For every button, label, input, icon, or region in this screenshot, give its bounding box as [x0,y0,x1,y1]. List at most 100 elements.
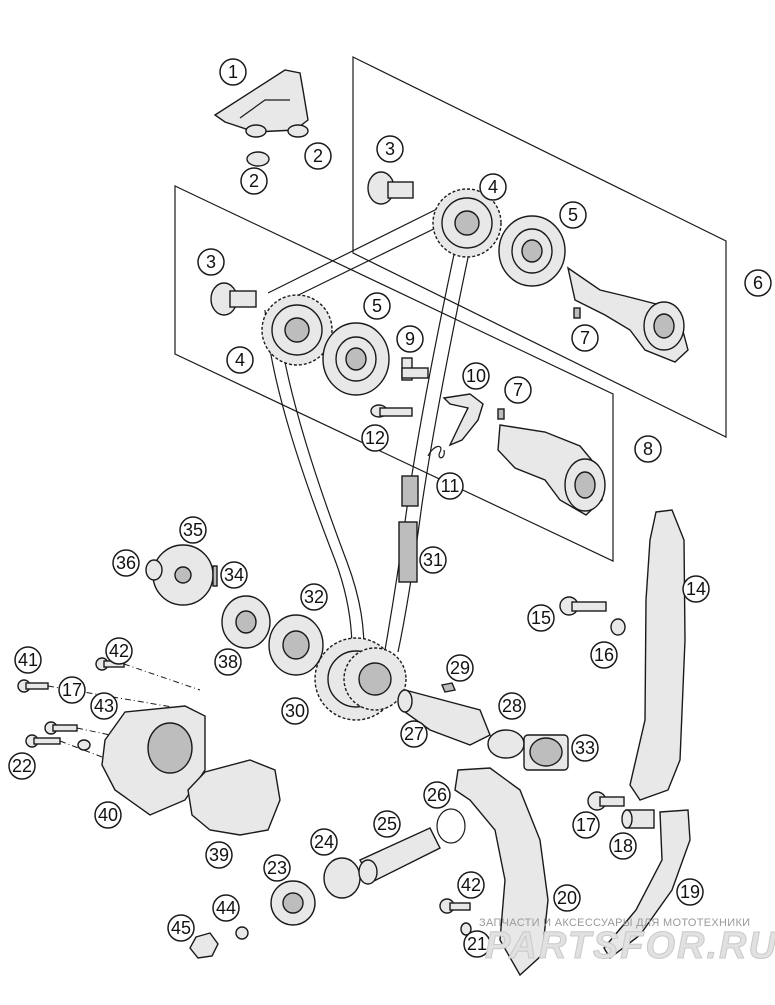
callout-43: 43 [90,692,118,720]
callout-17: 17 [572,811,600,839]
svg-text:19: 19 [680,882,700,902]
callout-group: 1 2 2 3 4 5 6 7 3 5 4 9 10 7 8 12 11 35 … [8,58,772,958]
svg-text:4: 4 [488,177,498,197]
callout-45: 45 [167,914,195,942]
callout-22: 22 [8,752,36,780]
callout-26: 26 [423,781,451,809]
callout-9: 9 [396,325,424,353]
pin-7-upper [573,307,581,319]
impeller-disc-35 [152,544,214,606]
callout-44: 44 [212,894,240,922]
watermark-text: ЗАПЧАСТИ И АКСЕССУАРЫ ДЛЯ МОТОТЕХНИКИ [479,917,750,929]
callout-23: 23 [263,854,291,882]
camshaft-exhaust [566,266,689,363]
svg-text:25: 25 [377,814,397,834]
needle-bearing-33 [523,734,569,771]
svg-text:10: 10 [466,366,486,386]
svg-text:5: 5 [568,205,578,225]
svg-text:45: 45 [171,918,191,938]
bolt-3-upper [367,171,414,205]
nut-45 [189,932,219,959]
callout-10: 10 [462,362,490,390]
bolt-17-right [587,791,625,811]
svg-text:20: 20 [557,888,577,908]
svg-text:8: 8 [643,439,653,459]
callout-5: 5 [363,292,391,320]
svg-text:30: 30 [285,701,305,721]
svg-text:42: 42 [109,641,129,661]
bolt-12 [370,404,413,418]
svg-text:28: 28 [502,696,522,716]
svg-text:34: 34 [224,565,244,585]
svg-text:42: 42 [461,875,481,895]
key-29 [441,682,456,693]
sprocket-4-lower [261,294,333,366]
callout-3: 3 [376,135,404,163]
callout-4: 4 [479,173,507,201]
callout-17: 17 [58,676,86,704]
callout-5: 5 [559,201,587,229]
callout-12: 12 [361,424,389,452]
svg-text:38: 38 [218,652,238,672]
sprocket-4-upper [432,188,502,258]
callout-6: 6 [744,269,772,297]
shaft-9 [401,357,429,381]
washer-16 [610,618,626,636]
svg-text:7: 7 [580,328,590,348]
svg-text:21: 21 [467,934,487,954]
svg-text:2: 2 [249,171,259,191]
callout-41: 41 [14,646,42,674]
callout-11: 11 [436,472,464,500]
svg-text:29: 29 [450,658,470,678]
callout-33: 33 [571,734,599,762]
callout-25: 25 [373,810,401,838]
bearing-5-lower [322,322,390,396]
svg-text:4: 4 [235,350,245,370]
svg-text:44: 44 [216,898,236,918]
svg-text:5: 5 [372,296,382,316]
washer-44 [235,926,249,940]
svg-text:1: 1 [228,62,238,82]
callout-3: 3 [197,248,225,276]
ring-38 [221,595,271,649]
callout-35: 35 [179,516,207,544]
callout-16: 16 [590,641,618,669]
callout-24: 24 [310,828,338,856]
svg-text:16: 16 [594,645,614,665]
svg-text:31: 31 [423,550,443,570]
svg-text:17: 17 [62,680,82,700]
callout-42: 42 [105,637,133,665]
svg-text:17: 17 [576,815,596,835]
svg-text:32: 32 [304,587,324,607]
svg-text:7: 7 [513,380,523,400]
svg-text:40: 40 [98,805,118,825]
bolt-15 [559,596,607,616]
circlip-36 [145,559,163,581]
bearing-32 [268,614,324,676]
spring-11 [427,445,445,459]
o-ring-26 [436,808,466,844]
callout-40: 40 [94,801,122,829]
svg-text:3: 3 [385,139,395,159]
callout-29: 29 [446,654,474,682]
callout-32: 32 [300,583,328,611]
svg-text:23: 23 [267,858,287,878]
svg-text:12: 12 [365,428,385,448]
callout-30: 30 [281,697,309,725]
svg-text:24: 24 [314,832,334,852]
callout-42: 42 [457,871,485,899]
chain-guide-rail-14 [629,509,686,801]
svg-text:18: 18 [613,836,633,856]
svg-text:39: 39 [209,845,229,865]
callout-4: 4 [226,346,254,374]
callout-7: 7 [504,376,532,404]
svg-text:35: 35 [183,520,203,540]
callout-31: 31 [419,546,447,574]
bearing-5-upper [498,215,566,287]
svg-text:36: 36 [116,553,136,573]
camshaft-intake [497,424,606,516]
washer-43 [77,739,91,751]
washer-28 [487,729,525,759]
pump-shaft-25 [358,827,441,885]
callout-7: 7 [571,324,599,352]
